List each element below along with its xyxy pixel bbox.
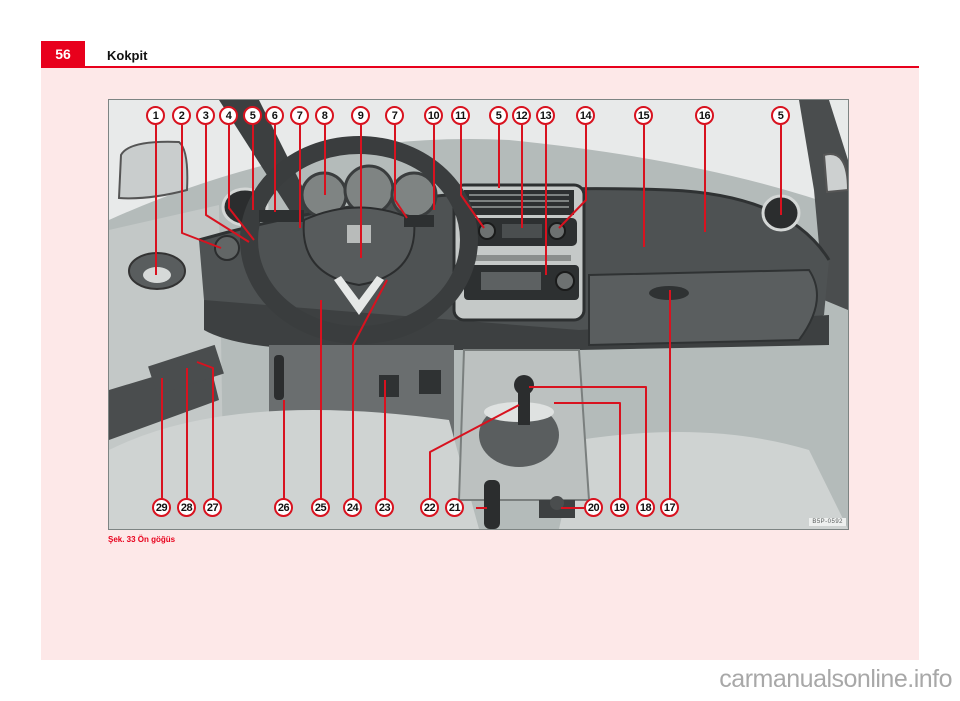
callout-25: 25: [311, 498, 330, 517]
callout-27: 27: [203, 498, 222, 517]
callout-23: 23: [375, 498, 394, 517]
callout-7: 7: [290, 106, 309, 125]
callout-12: 12: [512, 106, 531, 125]
callout-10: 10: [424, 106, 443, 125]
callout-4: 4: [219, 106, 238, 125]
callout-15: 15: [634, 106, 653, 125]
cockpit-illustration: [109, 100, 848, 529]
callout-2: 2: [172, 106, 191, 125]
figure-caption: Şek. 33 Ön göğüs: [108, 535, 176, 544]
callout-7b: 7: [385, 106, 404, 125]
header-divider: [41, 66, 919, 68]
callout-18: 18: [636, 498, 655, 517]
callout-16: 16: [695, 106, 714, 125]
callout-21: 21: [445, 498, 464, 517]
callout-5c: 5: [771, 106, 790, 125]
cockpit-figure: 1 2 3 4 5 6 7 8 9 7 10 11 5 12 13 14 15 …: [108, 99, 849, 530]
callout-11: 11: [451, 106, 470, 125]
callout-5b: 5: [489, 106, 508, 125]
image-code: B5P-0592: [809, 518, 846, 526]
callout-26: 26: [274, 498, 293, 517]
callout-8: 8: [315, 106, 334, 125]
callout-3: 3: [196, 106, 215, 125]
callout-9: 9: [351, 106, 370, 125]
callout-28: 28: [177, 498, 196, 517]
callout-24: 24: [343, 498, 362, 517]
callout-5: 5: [243, 106, 262, 125]
watermark: carmanualsonline.info: [719, 665, 952, 693]
callout-20: 20: [584, 498, 603, 517]
section-title: Kokpit: [107, 48, 148, 63]
callout-13: 13: [536, 106, 555, 125]
callout-29: 29: [152, 498, 171, 517]
callout-14: 14: [576, 106, 595, 125]
callout-19: 19: [610, 498, 629, 517]
callout-1: 1: [146, 106, 165, 125]
callout-17: 17: [660, 498, 679, 517]
page-number: 56: [41, 41, 85, 67]
header-band: [41, 41, 919, 67]
callout-6: 6: [265, 106, 284, 125]
callout-22: 22: [420, 498, 439, 517]
